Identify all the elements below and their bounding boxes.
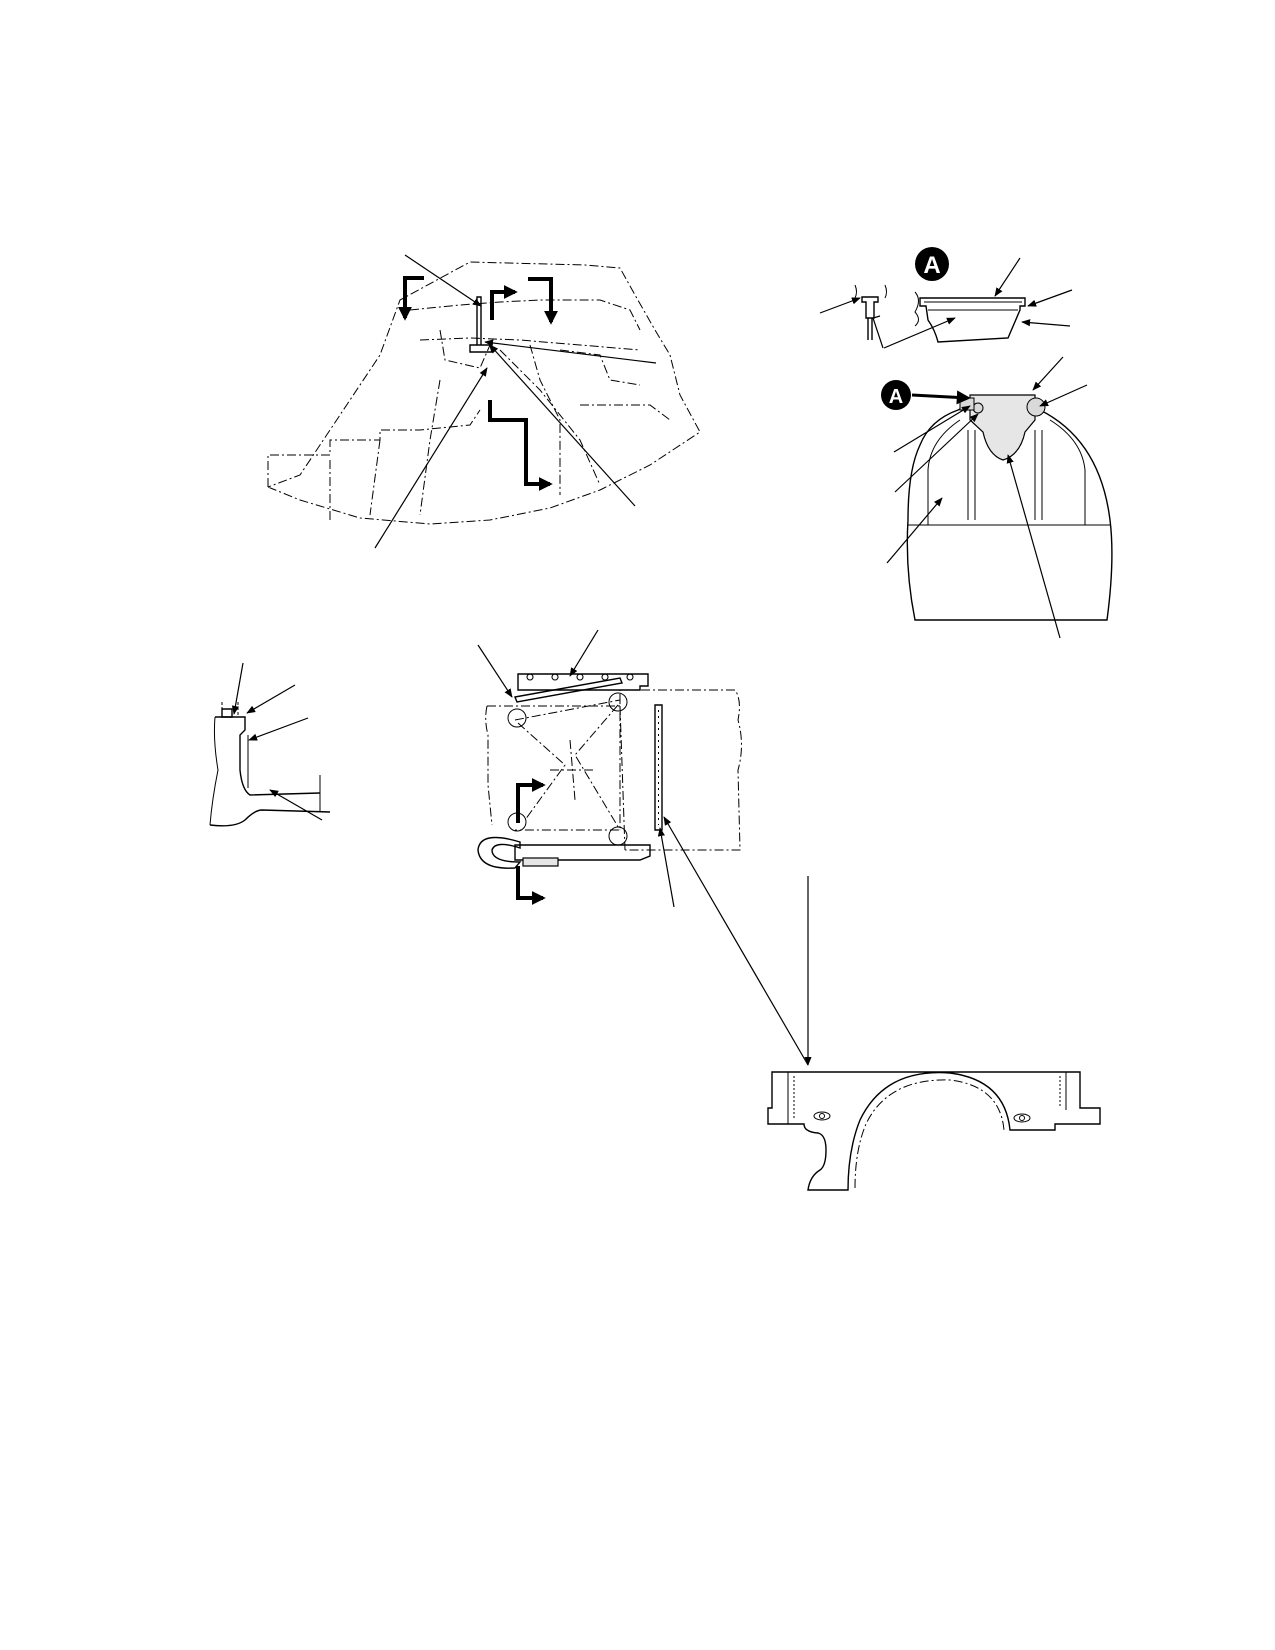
fitting-boss-right [1026,397,1046,417]
leader-line [477,644,513,698]
leader-line [246,684,296,714]
stringer-7 [439,329,491,369]
arch-bulkhead-view [767,1071,1101,1191]
fuselage-outline [267,261,701,525]
leader-line [894,413,979,493]
leader-line [886,497,943,564]
top-strap [514,677,623,703]
section-flange-top [221,708,233,718]
tailcone-stiffener-right [1034,430,1043,520]
leader-line [1039,384,1088,407]
section-arrow-mid [490,285,518,320]
bulkhead-center-line [619,705,626,851]
leader-line [231,662,244,715]
section-arrow-left [398,276,424,321]
leader-line [883,317,956,349]
stringer-1 [419,379,441,516]
section-break-left [209,716,219,826]
bulkhead-left-edge [485,705,493,826]
cross-member-1 [514,699,621,831]
top-channel [517,673,649,691]
leader-line [994,257,1021,297]
detail-a-callout-circle [915,247,949,281]
top-channel-bolts [526,673,634,681]
leader-line [893,405,971,453]
lightening-hole-left [813,1111,831,1121]
rivet-break-lines [854,284,887,299]
channel-detail [919,297,1026,343]
leader-line [657,827,675,908]
section-arrow-right [528,277,558,325]
section-arrow-upper [516,778,546,823]
lug-hole-top-right [608,692,628,712]
leader-line [819,297,861,314]
leader-line [489,344,636,507]
leader-line [374,367,488,549]
arch-top-flange [787,1072,1067,1124]
hook-fitting [477,836,522,869]
tailcone-outline [906,403,1113,621]
section-arrow-lower [488,400,553,491]
section-arrow-lower [516,866,546,905]
tailcone-fitting [959,394,1046,461]
detail-a-callout-label: A [923,252,940,279]
detail-a-view: A A [819,247,1113,639]
leader-line [269,789,323,821]
bulkhead-plan-view [477,629,812,1066]
leader-line [1006,454,1061,639]
x-brace [517,704,621,831]
section-web-inner [247,735,321,812]
leader-line [1032,356,1064,391]
leader-line [484,339,657,364]
leader-line [872,315,884,349]
stringer-3 [529,344,561,495]
arch-outline [767,1071,1101,1191]
tailcone-stiffener-left [967,430,976,520]
frame-middle [419,337,641,351]
fitting-body [969,394,1036,461]
lightening-hole-right [1013,1113,1031,1123]
leader-line [248,717,309,741]
bottom-pad [522,857,559,867]
channel-inner [924,301,1022,311]
frame-upper [409,299,641,331]
detail-a-marker-label: A [889,386,903,408]
fuselage-view [267,254,701,549]
rivet-detail [861,296,879,340]
leader-line [1021,319,1071,327]
stringer-4 [580,404,671,421]
channel-break [914,291,919,327]
section-view [209,662,331,827]
arch-inner-seam [854,1079,1005,1189]
stringer-5 [559,349,641,386]
stringer-6 [329,439,381,520]
fitting-bracket [469,296,493,353]
hole-center-right [1019,1115,1025,1121]
leader-line [404,254,482,307]
bulkhead-outline [487,689,742,851]
detail-a-reference-marker: A [881,380,971,410]
detail-a-callout: A [915,247,949,281]
lug-hole-top-left [507,708,527,728]
hole-center-left [819,1113,825,1119]
leader-line [663,816,809,1066]
leader-line [569,629,599,677]
leader-line [1027,289,1073,307]
section-wall [209,716,331,827]
tailcone-inner-frame [927,419,1086,525]
bottom-channel [514,844,651,861]
detail-a-pointer [911,390,971,405]
detail-a-marker-circle [881,380,911,410]
stringer-2 [499,349,601,486]
